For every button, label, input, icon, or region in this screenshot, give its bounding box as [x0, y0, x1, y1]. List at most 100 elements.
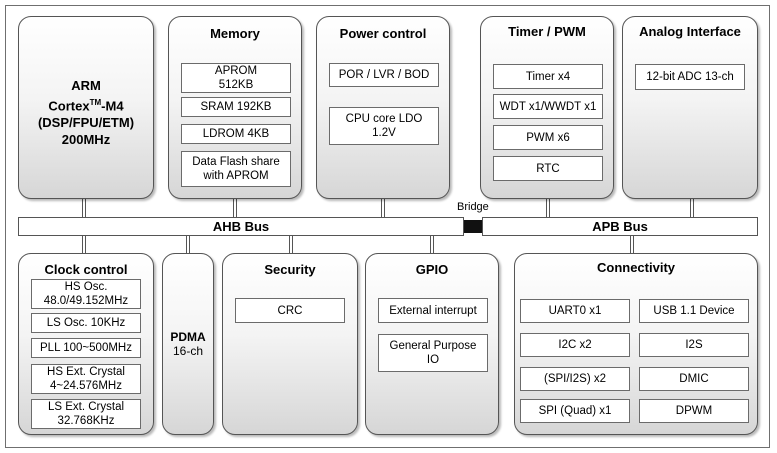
- cpu-block: ARM CortexTM-M4 (DSP/FPU/ETM) 200MHz: [18, 16, 154, 199]
- timer-pwm-block: Timer / PWM Timer x4 WDT x1/WWDT x1 PWM …: [480, 16, 614, 199]
- ahb-bus: AHB Bus: [18, 217, 464, 236]
- memory-data-flash-line-1: Data Flash share: [192, 156, 280, 168]
- connectivity-dpwm: DPWM: [639, 399, 749, 423]
- memory-ldrom-label: LDROM 4KB: [202, 128, 270, 140]
- cpu-trademark: TM: [89, 98, 102, 107]
- timer-item: Timer x4: [493, 64, 603, 89]
- cpu-line-4: 200MHz: [61, 132, 111, 148]
- clock-ls-ext-crystal: LS Ext. Crystal 32.768KHz: [31, 399, 141, 429]
- clock-control-title: Clock control: [44, 262, 128, 277]
- memory-title: Memory: [210, 26, 260, 41]
- clock-ls-osc-label: LS Osc. 10KHz: [46, 317, 126, 329]
- connector-connectivity-apb: [630, 235, 634, 253]
- connector-memory-ahb: [233, 199, 237, 217]
- connectivity-dmic-label: DMIC: [679, 373, 709, 385]
- gpio-general-purpose-line-1: General Purpose: [389, 340, 477, 352]
- connector-power-ahb: [381, 199, 385, 217]
- pdma-line-1: PDMA: [170, 330, 206, 344]
- memory-aprom-line-1: APROM: [214, 65, 258, 77]
- clock-hs-osc-line-1: HS Osc.: [64, 281, 108, 293]
- memory-ldrom: LDROM 4KB: [181, 124, 291, 144]
- memory-sram-label: SRAM 192KB: [200, 101, 272, 113]
- gpio-general-purpose-io: General Purpose IO: [378, 334, 488, 372]
- memory-block: Memory APROM 512KB SRAM 192KB LDROM 4KB …: [168, 16, 302, 199]
- cpu-label: ARM CortexTM-M4 (DSP/FPU/ETM) 200MHz: [19, 77, 153, 148]
- power-cpu-ldo: CPU core LDO 1.2V: [329, 107, 439, 145]
- connectivity-dmic: DMIC: [639, 367, 749, 391]
- cpu-line-1: ARM: [71, 78, 101, 93]
- memory-sram: SRAM 192KB: [181, 97, 291, 117]
- security-crc-label: CRC: [277, 304, 303, 317]
- gpio-general-purpose-line-2: IO: [426, 354, 440, 366]
- gpio-title: GPIO: [415, 262, 449, 277]
- security-block: Security CRC: [222, 253, 358, 435]
- bus-bridge: [464, 220, 482, 233]
- analog-interface-title: Analog Interface: [639, 24, 741, 39]
- cpu-line-2: CortexTM-M4: [19, 94, 153, 114]
- memory-data-flash-line-2: with APROM: [203, 170, 269, 182]
- cpu-core-name: Cortex: [48, 98, 90, 114]
- pdma-block: PDMA 16-ch: [162, 253, 214, 435]
- clock-control-block: Clock control HS Osc. 48.0/49.152MHz LS …: [18, 253, 154, 435]
- analog-adc-label: 12-bit ADC 13-ch: [646, 71, 734, 83]
- connectivity-i2s-label: I2S: [685, 339, 703, 351]
- clock-hs-osc-line-2: 48.0/49.152MHz: [43, 295, 129, 307]
- clock-pll: PLL 100~500MHz: [31, 338, 141, 358]
- bridge-label: Bridge: [457, 201, 489, 213]
- clock-ls-osc: LS Osc. 10KHz: [31, 313, 141, 333]
- cpu-core-suffix: -M4: [101, 98, 124, 114]
- connectivity-usb-label: USB 1.1 Device: [653, 305, 735, 317]
- connector-security-ahb: [289, 235, 293, 253]
- clock-hs-ext-line-1: HS Ext. Crystal: [47, 366, 125, 378]
- clock-ls-ext-line-1: LS Ext. Crystal: [47, 401, 125, 413]
- ahb-bus-label: AHB Bus: [212, 219, 270, 234]
- memory-data-flash: Data Flash share with APROM: [181, 151, 291, 187]
- clock-hs-osc: HS Osc. 48.0/49.152MHz: [31, 279, 141, 309]
- connectivity-block: Connectivity UART0 x1 I2C x2 (SPI/I2S) x…: [514, 253, 758, 435]
- connector-gpio-ahb: [430, 235, 434, 253]
- connector-analog-apb: [690, 199, 694, 217]
- gpio-external-interrupt-label: External interrupt: [389, 304, 477, 317]
- rtc-item: RTC: [493, 156, 603, 181]
- connector-pdma-ahb: [186, 235, 190, 253]
- apb-bus: APB Bus: [482, 217, 758, 236]
- connectivity-i2c-label: I2C x2: [558, 339, 592, 351]
- memory-aprom: APROM 512KB: [181, 63, 291, 93]
- power-ldo-line-1: CPU core LDO: [345, 113, 423, 125]
- gpio-block: GPIO External interrupt General Purpose …: [365, 253, 499, 435]
- connectivity-i2c: I2C x2: [520, 333, 630, 357]
- connectivity-uart-label: UART0 x1: [548, 305, 602, 317]
- security-crc: CRC: [235, 298, 345, 323]
- connector-timer-apb: [546, 199, 550, 217]
- connectivity-spi-i2s-label: (SPI/I2S) x2: [544, 373, 606, 385]
- memory-aprom-line-2: 512KB: [218, 79, 254, 91]
- cpu-line-3: (DSP/FPU/ETM): [37, 115, 135, 131]
- security-title: Security: [264, 262, 316, 277]
- connectivity-spi-i2s: (SPI/I2S) x2: [520, 367, 630, 391]
- connectivity-spi-quad-label: SPI (Quad) x1: [538, 405, 612, 417]
- connectivity-uart: UART0 x1: [520, 299, 630, 323]
- clock-ls-ext-line-2: 32.768KHz: [57, 415, 115, 427]
- power-control-block: Power control POR / LVR / BOD CPU core L…: [316, 16, 450, 199]
- analog-interface-block: Analog Interface 12-bit ADC 13-ch: [622, 16, 758, 199]
- pdma-line-2: 16-ch: [172, 344, 204, 358]
- clock-pll-label: PLL 100~500MHz: [40, 342, 132, 354]
- rtc-item-label: RTC: [536, 162, 560, 175]
- clock-hs-ext-line-2: 4~24.576MHz: [50, 380, 122, 392]
- connectivity-usb: USB 1.1 Device: [639, 299, 749, 323]
- pwm-item: PWM x6: [493, 125, 603, 150]
- power-control-title: Power control: [339, 26, 427, 41]
- pdma-label: PDMA 16-ch: [163, 330, 213, 358]
- apb-bus-label: APB Bus: [592, 219, 648, 234]
- connectivity-spi-quad: SPI (Quad) x1: [520, 399, 630, 423]
- power-por-label: POR / LVR / BOD: [338, 69, 430, 81]
- connectivity-i2s: I2S: [639, 333, 749, 357]
- connectivity-title: Connectivity: [596, 260, 675, 275]
- timer-item-label: Timer x4: [525, 70, 571, 83]
- power-por-lvr-bod: POR / LVR / BOD: [329, 63, 439, 87]
- wdt-item-label: WDT x1/WWDT x1: [499, 100, 597, 113]
- timer-pwm-title: Timer / PWM: [508, 24, 586, 39]
- clock-hs-ext-crystal: HS Ext. Crystal 4~24.576MHz: [31, 364, 141, 394]
- power-ldo-line-2: 1.2V: [372, 127, 396, 139]
- pwm-item-label: PWM x6: [526, 131, 570, 144]
